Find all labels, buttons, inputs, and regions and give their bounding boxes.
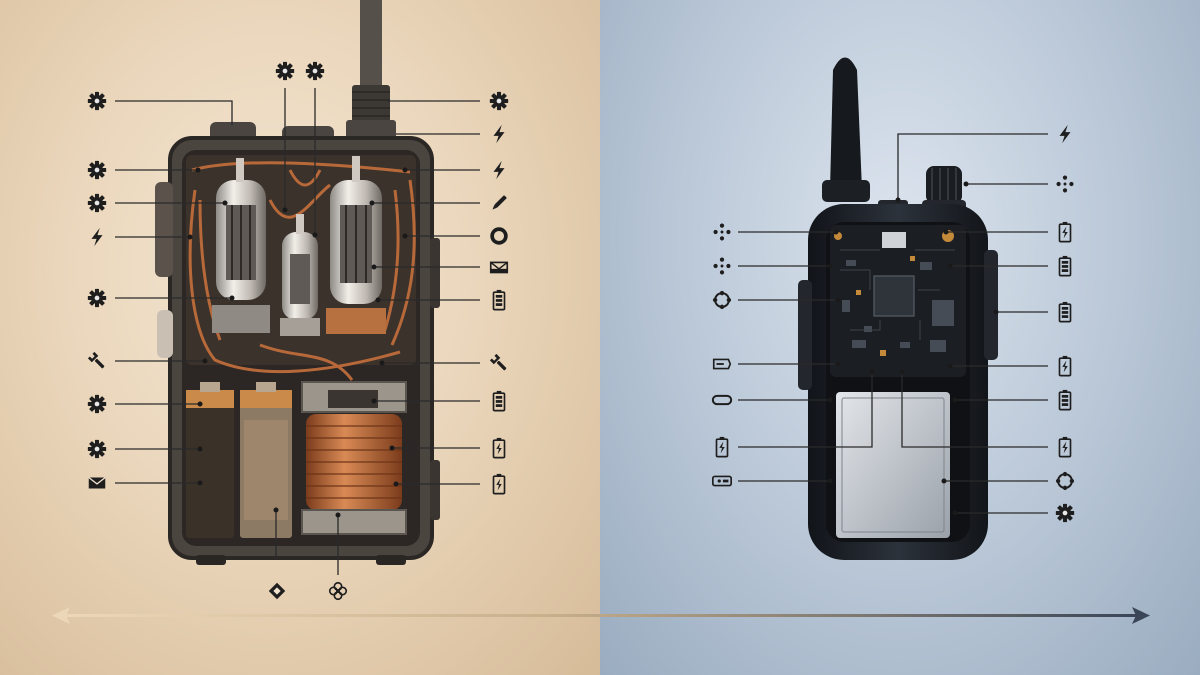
battery-icon xyxy=(492,390,506,412)
gear-icon xyxy=(87,439,107,459)
wrench-icon xyxy=(489,353,509,373)
modern-antenna xyxy=(830,57,862,190)
timeline-arrowhead-right xyxy=(1132,607,1150,624)
dots-ring-icon xyxy=(1054,470,1076,492)
lightning-icon xyxy=(91,227,103,247)
modern-volume-knob xyxy=(926,166,962,204)
modern-battery-pack xyxy=(836,392,950,538)
diamond-icon xyxy=(268,582,286,600)
modern-leader-endpoints xyxy=(827,181,999,516)
battery-icon xyxy=(1058,255,1072,277)
ring-icon xyxy=(490,227,508,245)
pen-icon xyxy=(491,195,507,211)
lightning-icon xyxy=(493,160,505,180)
envelope-icon xyxy=(88,476,106,490)
vacuum-tube-1 xyxy=(212,158,270,333)
wrench-icon xyxy=(87,351,107,371)
vintage-leader-endpoints xyxy=(187,167,408,518)
lightning-icon xyxy=(1059,124,1071,144)
dots-icon xyxy=(713,223,731,241)
timeline-arrow xyxy=(52,607,1150,624)
gear-icon xyxy=(87,394,107,414)
vacuum-tube-3 xyxy=(326,156,386,334)
battery-charging-icon xyxy=(1058,221,1072,243)
battery-icon xyxy=(492,289,506,311)
lightning-icon xyxy=(493,124,505,144)
gear-icon xyxy=(489,91,509,111)
gear-icon xyxy=(87,160,107,180)
battery-icon xyxy=(1058,389,1072,411)
gear-icon xyxy=(87,193,107,213)
dots-icon xyxy=(1056,175,1074,193)
dots-ring-icon xyxy=(711,289,733,311)
plug-icon xyxy=(712,475,732,487)
flower-icon xyxy=(328,581,348,601)
modern-circuit-board xyxy=(830,225,966,377)
dots-icon xyxy=(713,257,731,275)
battery-charging-icon xyxy=(492,473,506,495)
battery-charging-icon xyxy=(1058,355,1072,377)
gear-icon xyxy=(305,61,325,81)
vintage-radio xyxy=(155,0,440,565)
vacuum-tube-2 xyxy=(280,214,320,336)
battery-charging-icon xyxy=(1058,436,1072,458)
capsule-icon xyxy=(711,394,733,406)
timeline-arrowhead-left xyxy=(52,607,70,624)
vintage-leader-lines xyxy=(115,88,480,575)
vintage-battery-2 xyxy=(240,382,292,538)
modern-leader-lines xyxy=(738,133,1048,514)
connector-icon xyxy=(712,358,732,370)
gear-icon xyxy=(87,91,107,111)
battery-charging-icon xyxy=(715,436,729,458)
vintage-battery-1 xyxy=(186,382,234,538)
tray-icon xyxy=(489,261,509,274)
gear-icon xyxy=(275,61,295,81)
modern-radio xyxy=(798,57,998,560)
battery-icon xyxy=(1058,301,1072,323)
gear-icon xyxy=(1055,503,1075,523)
gear-icon xyxy=(87,288,107,308)
copper-coil xyxy=(301,381,407,535)
battery-charging-icon xyxy=(492,437,506,459)
